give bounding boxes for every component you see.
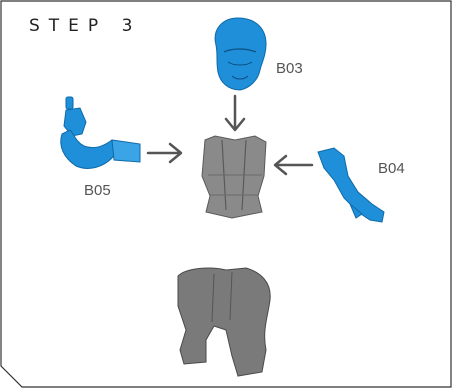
left-arm-part — [60, 96, 141, 169]
arrow-down-to-torso — [224, 94, 246, 132]
head-part-label: B03 — [276, 60, 303, 77]
arrow-right-to-torso — [146, 142, 183, 164]
step-title: STEP 3 — [29, 16, 142, 36]
right-arm-part — [317, 147, 385, 223]
head-part — [214, 17, 267, 91]
arrow-left-to-torso — [273, 154, 314, 176]
right-arm-part-label: B04 — [378, 160, 405, 177]
torso-part — [201, 135, 267, 219]
legs-part — [177, 267, 271, 377]
left-arm-part-label: B05 — [84, 182, 111, 199]
